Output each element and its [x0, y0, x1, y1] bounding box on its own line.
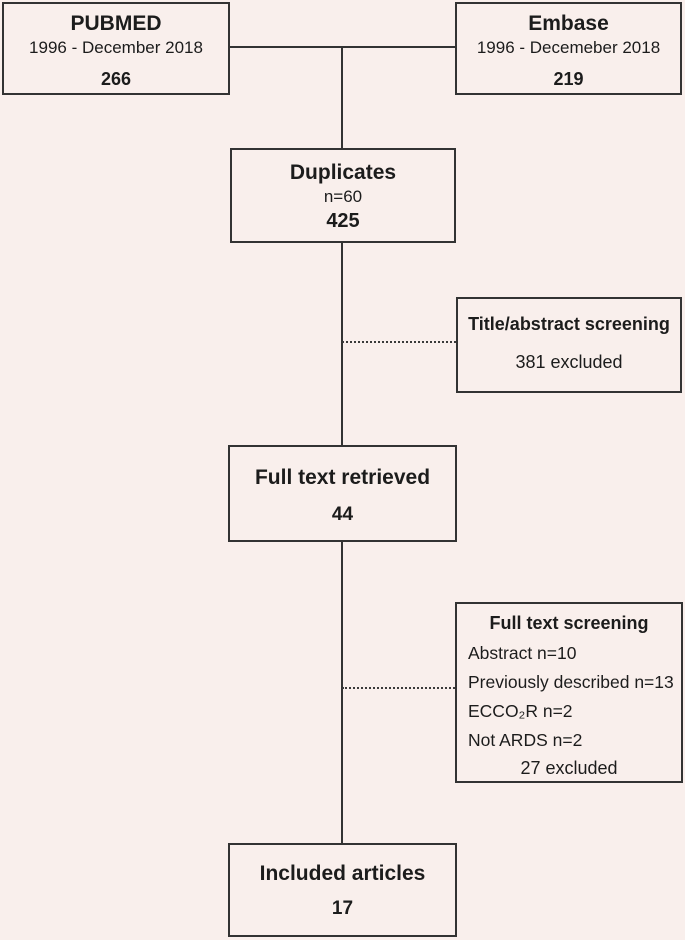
pubmed-count: 266 — [100, 69, 132, 89]
connector-vertical-fulltext-to-included — [341, 542, 343, 843]
included-articles-count: 17 — [331, 898, 354, 919]
embase-date-range: 1996 - Decemeber 2018 — [476, 38, 661, 57]
included-articles-box: Included articles 17 — [228, 843, 457, 937]
dotted-connector-title-abstract — [342, 341, 456, 343]
included-articles-title: Included articles — [259, 862, 426, 885]
duplicates-n-label: n=60 — [323, 187, 363, 206]
dotted-connector-fulltext-screening — [342, 687, 455, 689]
full-text-retrieved-count: 44 — [331, 504, 354, 525]
embase-source-box: Embase 1996 - Decemeber 2018 219 — [455, 2, 682, 95]
screening-reason: Previously described n=13 — [468, 672, 674, 692]
embase-count: 219 — [553, 69, 584, 89]
full-text-screening-title: Full text screening — [489, 613, 649, 633]
duplicates-box: Duplicates n=60 425 — [230, 148, 456, 243]
screening-reason: Abstract n=10 — [468, 643, 577, 663]
title-abstract-excluded-count: 381 excluded — [515, 352, 623, 372]
full-text-retrieved-box: Full text retrieved 44 — [228, 445, 457, 542]
screening-reason: Not ARDS n=2 — [468, 730, 583, 750]
title-abstract-screening-title: Title/abstract screening — [468, 314, 670, 334]
pubmed-date-range: 1996 - December 2018 — [29, 38, 203, 57]
full-text-excluded-count: 27 excluded — [520, 758, 618, 778]
title-abstract-screening-box: Title/abstract screening 381 excluded — [456, 297, 682, 393]
duplicates-title: Duplicates — [289, 161, 397, 184]
connector-vertical-duplicates-to-fulltext — [341, 243, 343, 445]
full-text-retrieved-title: Full text retrieved — [254, 466, 431, 489]
duplicates-count: 425 — [326, 210, 360, 232]
pubmed-source-box: PUBMED 1996 - December 2018 266 — [2, 2, 230, 95]
screening-reason: ECCO₂R n=2 — [468, 701, 573, 721]
embase-title: Embase — [528, 12, 609, 35]
connector-vertical-sources-to-duplicates — [341, 46, 343, 148]
pubmed-title: PUBMED — [70, 12, 162, 35]
